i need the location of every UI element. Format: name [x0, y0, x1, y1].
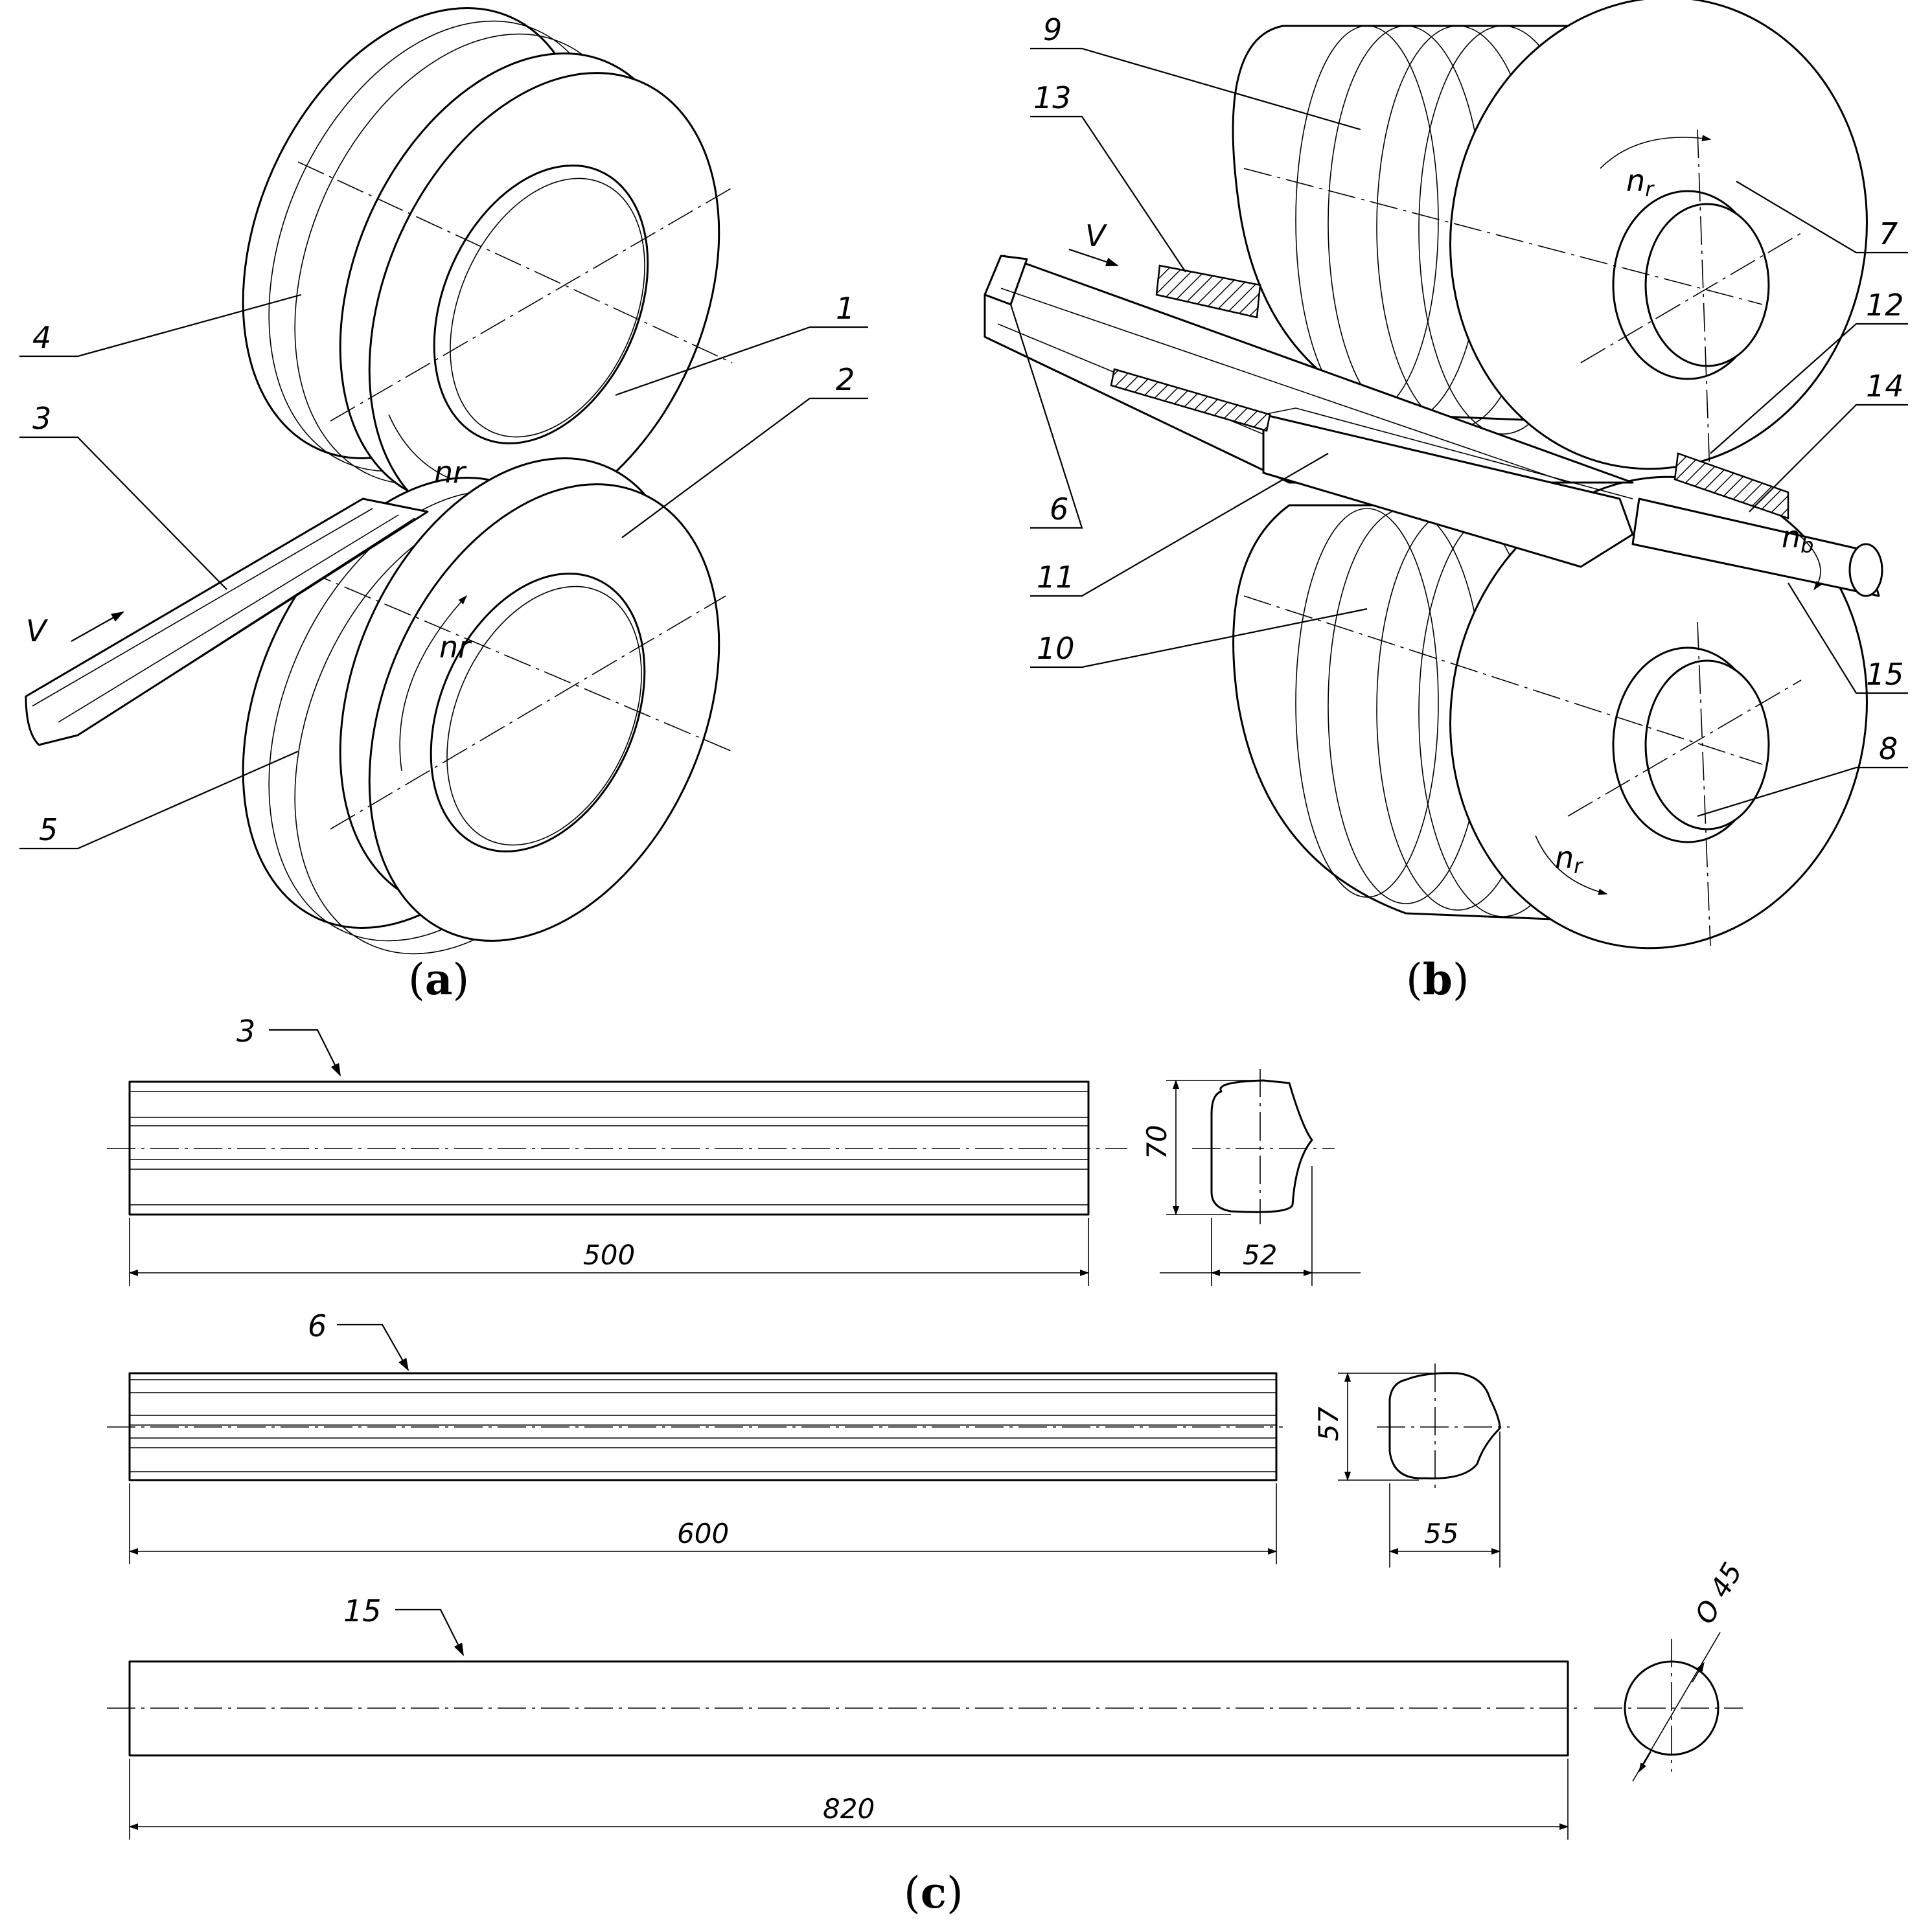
- caption-b: (b): [1406, 954, 1469, 1005]
- label-7: 7: [1879, 216, 1898, 251]
- label-c-3: 3: [236, 1014, 255, 1049]
- mandrel-15: [1631, 497, 1883, 597]
- leader-6: [1009, 304, 1083, 529]
- leader-7: [1736, 181, 1908, 254]
- velocity-label-a: V: [26, 613, 49, 648]
- velocity-arrow-a: [71, 611, 124, 642]
- leader-9: [1030, 47, 1361, 131]
- billet-6-drawing: 600 57 55 6: [107, 1308, 1510, 1568]
- roll-speed-label-8: nr: [1555, 840, 1583, 878]
- label-13: 13: [1033, 80, 1072, 115]
- dim-600: 600: [677, 1518, 729, 1549]
- roll-speed-label-7: nr: [1626, 163, 1655, 201]
- lower-roll-8: [1232, 475, 1868, 950]
- dim-70: 70: [1141, 1125, 1173, 1159]
- panel-a: V nr nr 1 2 3 4 5 (a): [19, 7, 868, 1005]
- label-12: 12: [1866, 288, 1904, 323]
- leader-10: [1030, 608, 1368, 668]
- billet-3: [25, 497, 429, 746]
- dim-45: O 45: [1688, 1557, 1748, 1629]
- dim-500: 500: [583, 1239, 635, 1271]
- label-3: 3: [32, 401, 51, 436]
- label-9: 9: [1043, 12, 1062, 47]
- leader-1: [615, 326, 868, 396]
- label-4: 4: [32, 320, 51, 355]
- billet-3-drawing: 500 70 52 3: [107, 1014, 1361, 1286]
- label-14: 14: [1866, 369, 1904, 404]
- upper-roll-7: [1232, 0, 1868, 493]
- label-2: 2: [836, 362, 855, 397]
- dim-57: 57: [1313, 1406, 1344, 1441]
- label-15: 15: [1866, 657, 1904, 692]
- roll-speed-label-upper: nr: [434, 455, 467, 490]
- leader-2: [621, 397, 868, 538]
- panel-c: 500 70 52 3: [107, 1014, 1749, 1918]
- guide-13: [1155, 264, 1261, 319]
- panel-b: V nr nr nb 9 13 7 12 14 15 8 6 11 10 (b): [983, 0, 1908, 1005]
- mandrel-speed-label: nb: [1782, 519, 1813, 558]
- velocity-label-b: V: [1085, 218, 1108, 253]
- leader-12: [1710, 323, 1908, 454]
- caption-c: (c): [904, 1867, 963, 1918]
- velocity-arrow-b: [1068, 248, 1119, 267]
- leader-5: [19, 750, 299, 850]
- guide-lower: [1110, 368, 1271, 432]
- billet-6: [983, 255, 1634, 484]
- rod-15-drawing: O 45 820 15: [107, 1557, 1749, 1840]
- label-8: 8: [1879, 731, 1898, 766]
- leader-4: [19, 293, 302, 358]
- leader-8: [1697, 766, 1908, 817]
- dim-55: 55: [1424, 1518, 1458, 1549]
- label-1: 1: [836, 291, 855, 326]
- dim-52: 52: [1243, 1239, 1277, 1271]
- label-6: 6: [1050, 492, 1068, 527]
- roll-speed-label-lower: nr: [439, 630, 472, 665]
- lower-roll-2: [242, 457, 733, 955]
- dim-820: 820: [823, 1793, 875, 1825]
- leader-15: [1788, 582, 1908, 694]
- leader-11: [1030, 453, 1329, 597]
- leader-3: [19, 436, 227, 590]
- guide-11: [1262, 407, 1634, 568]
- label-c-6: 6: [308, 1308, 327, 1343]
- label-5: 5: [39, 812, 58, 847]
- leader-14: [1749, 404, 1908, 512]
- leader-13: [1030, 115, 1186, 273]
- caption-a: (a): [408, 954, 469, 1005]
- label-c-15: 15: [343, 1593, 382, 1628]
- label-10: 10: [1037, 631, 1075, 666]
- label-11: 11: [1037, 560, 1075, 595]
